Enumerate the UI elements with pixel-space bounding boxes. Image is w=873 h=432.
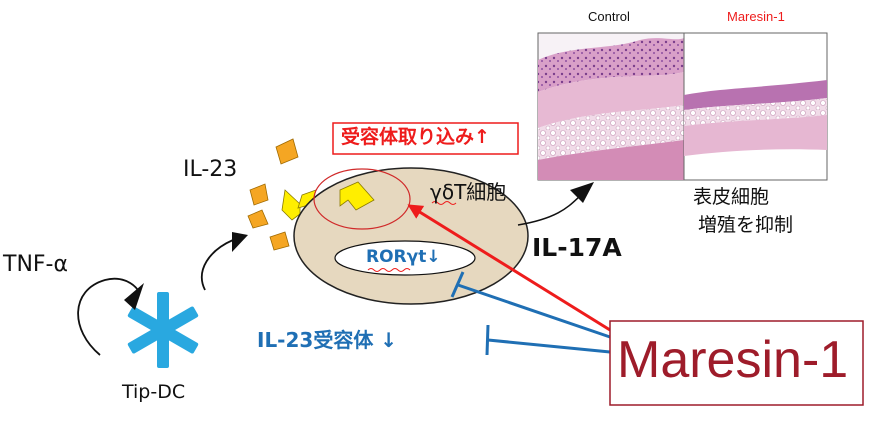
maresin-inhibit-ror-bar: [450, 271, 465, 298]
il23-label: IL-23: [183, 157, 238, 182]
epidermis-suppress-line1: 表皮細胞: [693, 186, 770, 208]
il23-bound-ligand-icons: [281, 189, 317, 221]
maresin-inhibit-receptor: [487, 338, 611, 354]
il17a-arrowhead-icon: [570, 182, 594, 203]
tnf-alpha-label: TNF-α: [3, 252, 68, 277]
maresin-1-label: Maresin-1: [617, 331, 849, 389]
nucleus-ror: [334, 240, 476, 276]
tip-dc-cell-icon: [127, 292, 199, 368]
tip-dc-label: Tip-DC: [122, 381, 186, 403]
maresin-inhibit-receptor-bar: [485, 324, 490, 356]
il17a-label: IL-17A: [532, 233, 622, 262]
il23-ligand-icons: [247, 138, 299, 251]
internalized-ligand-icon: [339, 181, 375, 211]
receptor-vesicle: [313, 168, 411, 230]
maresin-inhibit-ror: [457, 283, 611, 339]
ror-wavy-underline: [367, 268, 411, 272]
gd-wavy-underline: [431, 201, 457, 205]
receptor-uptake-label: 受容体取り込み↑: [341, 126, 490, 148]
histology-control-panel: [537, 32, 685, 181]
dc-arrowhead-icon: [232, 232, 248, 252]
il17a-output-arrow: [517, 195, 581, 226]
epidermis-suppress-line2: 増殖を抑制: [698, 214, 794, 236]
dc-to-il23-arrow: [200, 239, 234, 291]
maresin-red-arrow: [407, 204, 611, 332]
histology-maresin-panel: [683, 32, 828, 181]
histology-control-title: Control: [588, 9, 630, 24]
tnf-arrowhead-icon: [124, 283, 144, 310]
histology-maresin-title: Maresin-1: [727, 9, 785, 24]
il23-receptor-label: IL-23受容体 ↓: [257, 328, 398, 352]
receptor-uptake-box: [332, 122, 519, 155]
tnf-loop-arrow: [77, 277, 139, 356]
roryt-label: RORγt↓: [366, 247, 441, 267]
gd-t-cell-label: γδT細胞: [430, 180, 507, 204]
maresin-box: [609, 320, 864, 406]
